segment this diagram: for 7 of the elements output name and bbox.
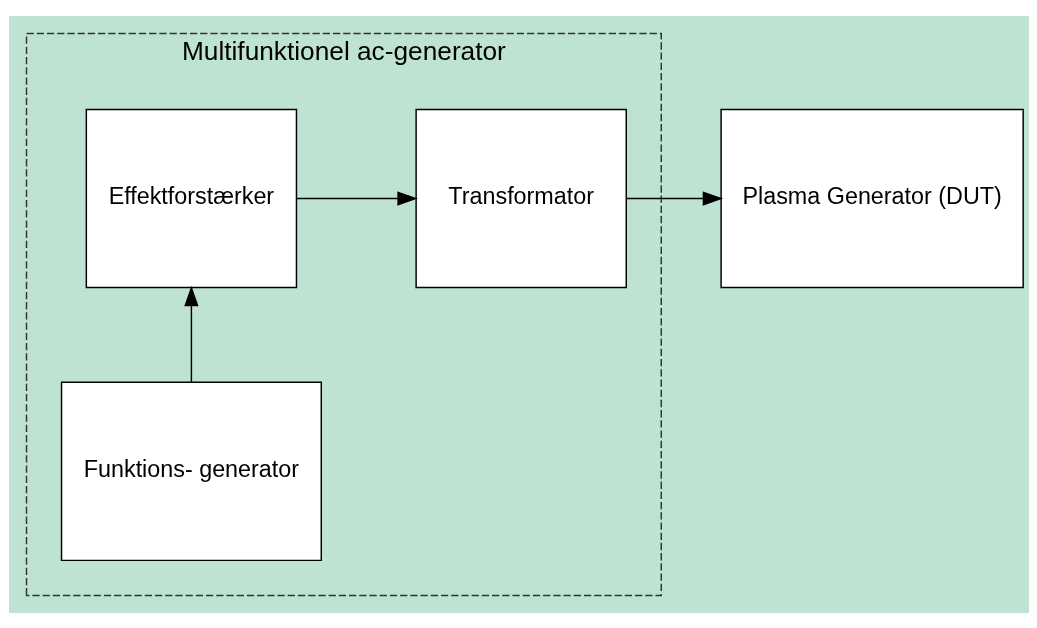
arrow xyxy=(183,285,199,383)
node-box: Plasma Generator (DUT) xyxy=(719,108,1024,288)
node-box: Effektforstærker xyxy=(85,108,297,288)
node-box: Funktions- generator xyxy=(60,381,322,561)
arrow xyxy=(295,190,418,206)
node-box: Transformator xyxy=(414,108,627,288)
arrow xyxy=(625,190,723,206)
